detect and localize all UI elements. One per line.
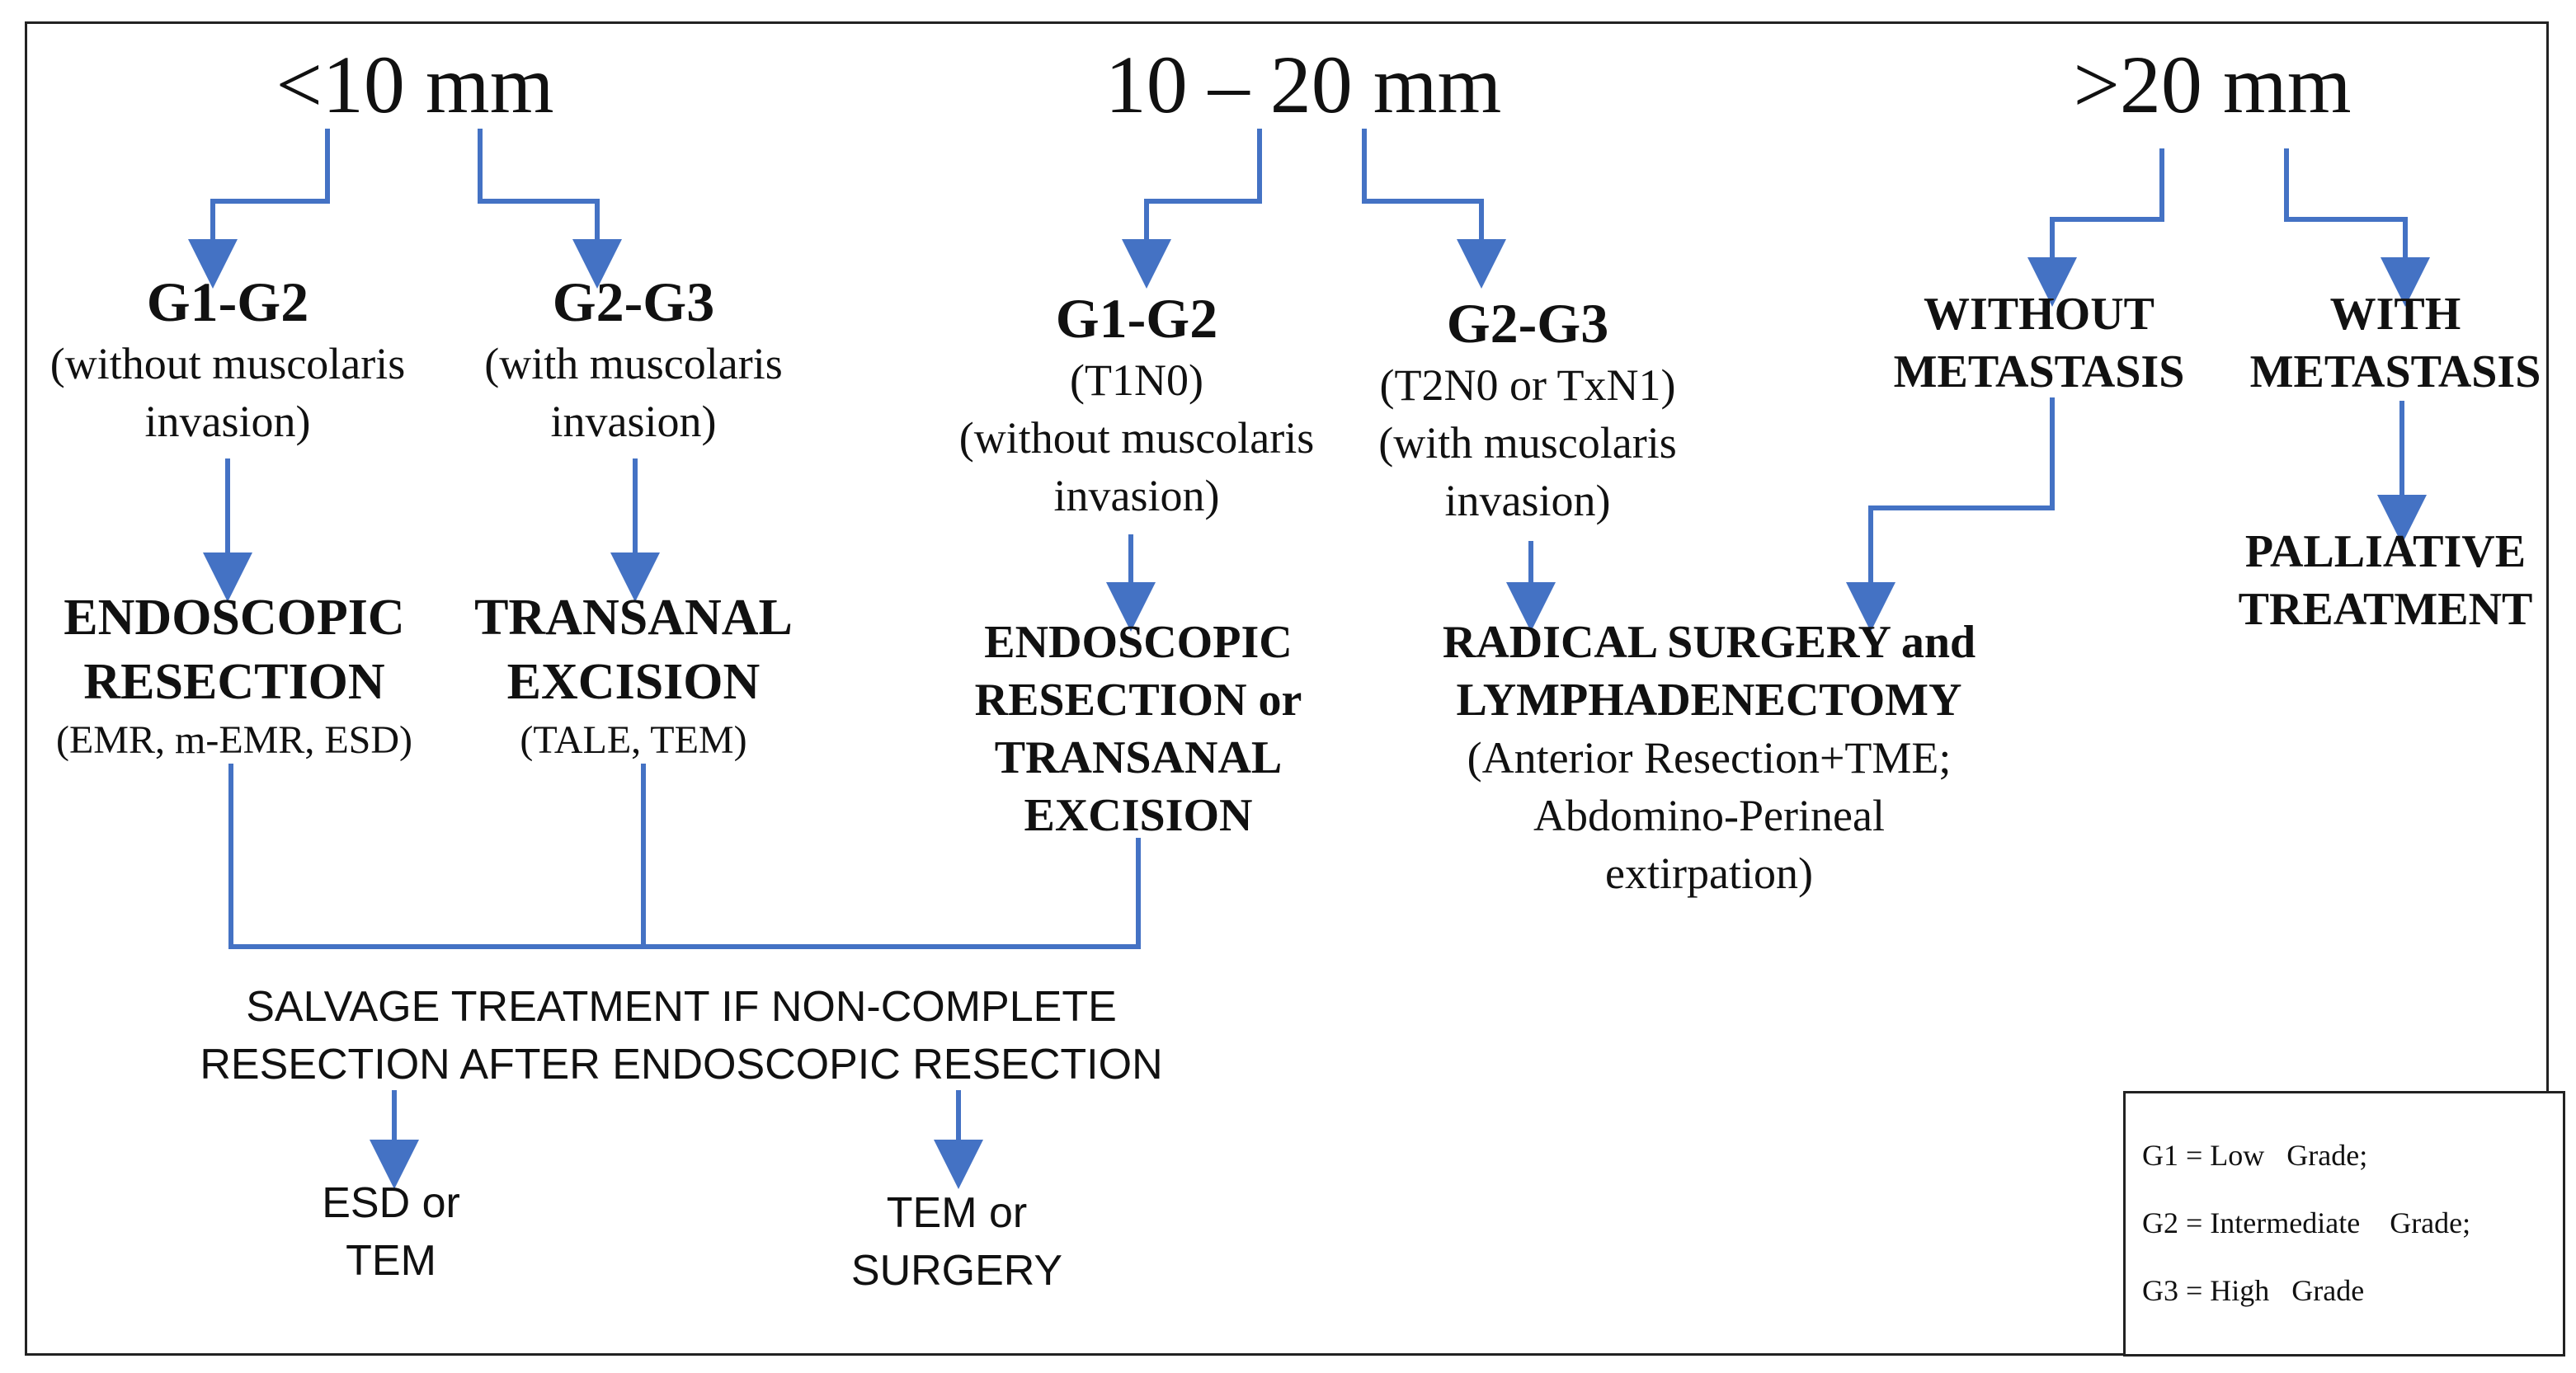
treatment-title: LYMPHADENECTOMY xyxy=(1456,675,1962,726)
treatment-title: ENDOSCOPIC xyxy=(984,617,1293,668)
node-esd-or-tem: ESD or TEM xyxy=(322,1174,460,1290)
node-small-g1-g2: G1-G2 (without muscolaris invasion) xyxy=(50,269,405,450)
node-without-metastasis: WITHOUT METASTASIS xyxy=(1894,285,2185,401)
treatment-detail: extirpation) xyxy=(1605,849,1813,898)
grade-note: (T1N0) xyxy=(1070,355,1203,405)
legend-g3: G3 = High Grade xyxy=(2142,1274,2365,1307)
grade-note: (with muscolaris xyxy=(1378,418,1677,468)
grade-note: invasion) xyxy=(1053,471,1220,520)
node-radical-surgery: RADICAL SURGERY and LYMPHADENECTOMY (Ant… xyxy=(1443,614,1976,902)
grade-note: invasion) xyxy=(144,397,311,446)
treatment-title: EXCISION xyxy=(506,654,761,710)
arrow-small-to-g23 xyxy=(478,129,622,289)
treatment-title: TRANSANAL xyxy=(994,732,1283,783)
node-salvage-treatment: SALVAGE TREATMENT IF NON-COMPLETE RESECT… xyxy=(200,978,1162,1093)
grade-title: G2-G3 xyxy=(1446,292,1609,355)
node-medium-g1-g2: G1-G2 (T1N0) (without muscolaris invasio… xyxy=(959,285,1314,524)
arrow-without-to-radical xyxy=(1846,397,2055,632)
diagram-frame xyxy=(25,21,2549,1356)
branch-title: WITHOUT xyxy=(1923,289,2155,340)
treatment-title: RESECTION or xyxy=(974,675,1302,726)
grade-title: G1-G2 xyxy=(1055,287,1218,350)
grade-note: (with muscolaris xyxy=(484,339,783,388)
salvage-line: RESECTION AFTER ENDOSCOPIC RESECTION xyxy=(200,1041,1163,1089)
node-palliative-treatment: PALLIATIVE TREATMENT xyxy=(2239,523,2533,638)
grade-note: invasion) xyxy=(550,397,717,446)
outcome-line: TEM xyxy=(346,1237,436,1285)
arrow-large-to-without xyxy=(2027,148,2164,307)
connector-salvage-merge xyxy=(228,764,1141,949)
treatment-title: EXCISION xyxy=(1024,790,1253,841)
treatment-title: PALLIATIVE xyxy=(2244,526,2527,577)
size-heading-medium: 10 – 20 mm xyxy=(1104,39,1502,130)
grade-note: (T2N0 or TxN1) xyxy=(1379,360,1676,410)
treatment-detail: (EMR, m-EMR, ESD) xyxy=(56,718,412,762)
branch-title: WITH xyxy=(2329,289,2461,340)
arrow-large-to-with xyxy=(2284,148,2430,307)
size-heading-small: <10 mm xyxy=(275,39,554,130)
node-medium-g2-g3: G2-G3 (T2N0 or TxN1) (with muscolaris in… xyxy=(1378,290,1676,529)
grade-title: G1-G2 xyxy=(146,270,309,333)
treatment-detail: (TALE, TEM) xyxy=(520,718,747,762)
node-tem-or-surgery: TEM or SURGERY xyxy=(851,1184,1062,1300)
size-heading-large: >20 mm xyxy=(2073,39,2352,130)
salvage-line: SALVAGE TREATMENT IF NON-COMPLETE xyxy=(246,983,1117,1031)
grade-title: G2-G3 xyxy=(552,270,715,333)
arrow-small-to-g12 xyxy=(188,129,330,289)
branch-title: METASTASIS xyxy=(2249,346,2541,397)
arrow-medium-to-g12 xyxy=(1122,129,1262,289)
grade-note: invasion) xyxy=(1444,476,1611,525)
treatment-title: RADICAL SURGERY and xyxy=(1442,617,1976,668)
outcome-line: ESD or xyxy=(322,1179,460,1227)
branch-title: METASTASIS xyxy=(1893,346,2185,397)
node-small-g2-g3: G2-G3 (with muscolaris invasion) xyxy=(484,269,782,450)
grade-note: (without muscolaris xyxy=(958,413,1315,463)
outcome-line: SURGERY xyxy=(850,1247,1063,1295)
treatment-title: TRANSANAL xyxy=(474,590,793,646)
outcome-line: TEM or xyxy=(886,1189,1028,1237)
treatment-title: RESECTION xyxy=(83,654,385,710)
treatment-title: ENDOSCOPIC xyxy=(64,590,405,646)
node-endoscopic-or-transanal: ENDOSCOPIC RESECTION or TRANSANAL EXCISI… xyxy=(975,614,1302,844)
node-transanal-excision: TRANSANAL EXCISION (TALE, TEM) xyxy=(474,585,793,767)
treatment-title: TREATMENT xyxy=(2238,584,2533,635)
legend-g2: G2 = Intermediate Grade; xyxy=(2142,1206,2471,1239)
grade-note: (without muscolaris xyxy=(49,339,406,388)
grade-legend: G1 = Low Grade; G2 = Intermediate Grade;… xyxy=(2123,1091,2565,1357)
node-with-metastasis: WITH METASTASIS xyxy=(2250,285,2541,401)
arrow-medium-to-g23 xyxy=(1362,129,1506,289)
treatment-detail: Abdomino-Perineal xyxy=(1533,791,1885,840)
node-endoscopic-resection: ENDOSCOPIC RESECTION (EMR, m-EMR, ESD) xyxy=(56,585,412,767)
legend-g1: G1 = Low Grade; xyxy=(2142,1139,2368,1172)
treatment-detail: (Anterior Resection+TME; xyxy=(1467,733,1952,783)
